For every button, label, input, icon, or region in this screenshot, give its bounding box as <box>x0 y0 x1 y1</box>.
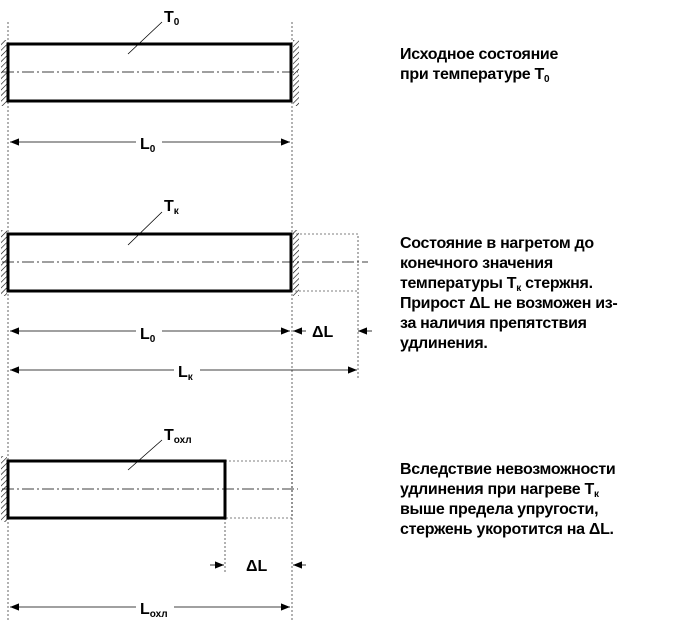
state2-desc-line2: конечного значения <box>400 255 553 272</box>
state2-desc-line1: Состояние в нагретом до <box>400 235 594 252</box>
state3-rod <box>6 459 227 520</box>
state3-delta-label: ΔL <box>246 558 268 575</box>
state3-desc-line1: Вследствие невозможности <box>400 461 616 478</box>
state3-group: Tохл ΔL Lохл <box>1 427 306 620</box>
state2-temp-label: Tк <box>164 198 180 217</box>
state1-l0-label: L0 <box>140 136 156 155</box>
state1-wall-hatch-right <box>293 40 299 106</box>
state2-desc-line4: Прирост ΔL не возможен из- <box>400 295 618 312</box>
state1-rod <box>6 42 293 103</box>
state3-total-label-bg <box>136 597 174 617</box>
state2-description: Состояние в нагретом до конечного значен… <box>400 234 618 354</box>
state3-total-label: Lохл <box>140 601 168 620</box>
state3-description: Вследствие невозможности удлинения при н… <box>400 460 616 540</box>
state3-gap-outline <box>224 460 293 519</box>
state1-temp-label: T0 <box>164 9 180 28</box>
state2-l0-label-bg <box>136 322 162 341</box>
state3-temp-label: Tохл <box>164 427 192 446</box>
state2-lk-label: Lк <box>178 364 194 383</box>
state2-delta-label: ΔL <box>312 324 334 341</box>
state2-wall-hatch-right <box>293 230 299 296</box>
state1-desc-line2: при температуре T0 <box>400 66 550 85</box>
state1-desc-line1: Исходное состояние <box>400 46 559 63</box>
state3-desc-line2: удлинения при нагреве Tк <box>400 481 599 500</box>
state2-group: Tк L0 ΔL Lк <box>1 198 372 383</box>
state2-desc-line6: удлинения. <box>400 335 488 352</box>
state2-desc-line3: температуры Tк стержня. <box>400 275 593 294</box>
state2-lk-label-bg <box>174 361 200 380</box>
state1-wall-hatch-left <box>1 40 7 106</box>
state3-temp-leader <box>127 439 163 471</box>
state2-rod <box>6 232 293 293</box>
state2-l0-label: L0 <box>140 326 156 345</box>
state3-desc-line3: выше предела упругости, <box>400 501 599 518</box>
state2-wall-hatch-left <box>1 230 7 296</box>
state2-temp-leader <box>127 211 163 246</box>
state2-free-expansion-outline <box>291 233 359 292</box>
state1-description: Исходное состояние при температуре T0 <box>400 45 558 85</box>
state2-desc-line5: за наличия препятствия <box>400 315 587 332</box>
state1-l0-label-bg <box>136 133 162 152</box>
state1-group: T0 L0 <box>1 9 299 155</box>
state3-desc-line4: стержень укоротится на ΔL. <box>400 521 614 538</box>
state1-temp-leader <box>127 21 163 55</box>
